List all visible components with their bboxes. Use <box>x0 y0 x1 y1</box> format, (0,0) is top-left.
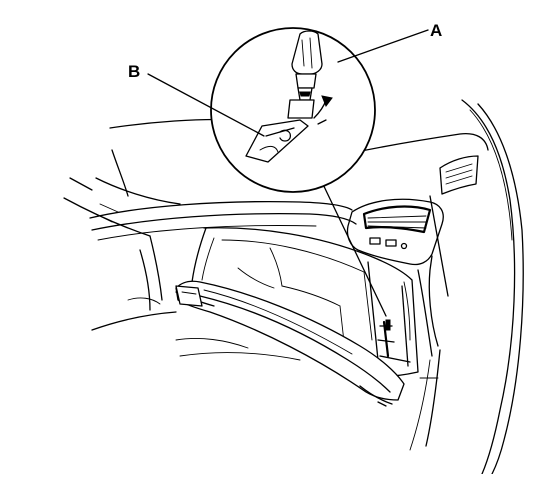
center-air-vent <box>346 198 444 266</box>
motion-arrow <box>313 95 333 125</box>
dashboard-right-panel <box>403 195 449 357</box>
detail-zoom-circle <box>210 27 376 193</box>
glovebox-cavity <box>191 227 419 378</box>
dashboard-upper <box>63 118 489 349</box>
callout-label-a: A <box>430 21 442 40</box>
trim-tool <box>287 30 323 119</box>
zoom-leader-line <box>319 177 387 317</box>
callout-leaders <box>147 29 429 137</box>
callout-label-b: B <box>128 62 140 81</box>
stopper-clip <box>245 119 309 163</box>
a-pillar-outline <box>461 99 524 475</box>
lower-trim <box>179 349 441 451</box>
side-air-vent <box>439 155 479 195</box>
door-stopper <box>377 319 395 358</box>
glovebox-door <box>175 280 405 407</box>
